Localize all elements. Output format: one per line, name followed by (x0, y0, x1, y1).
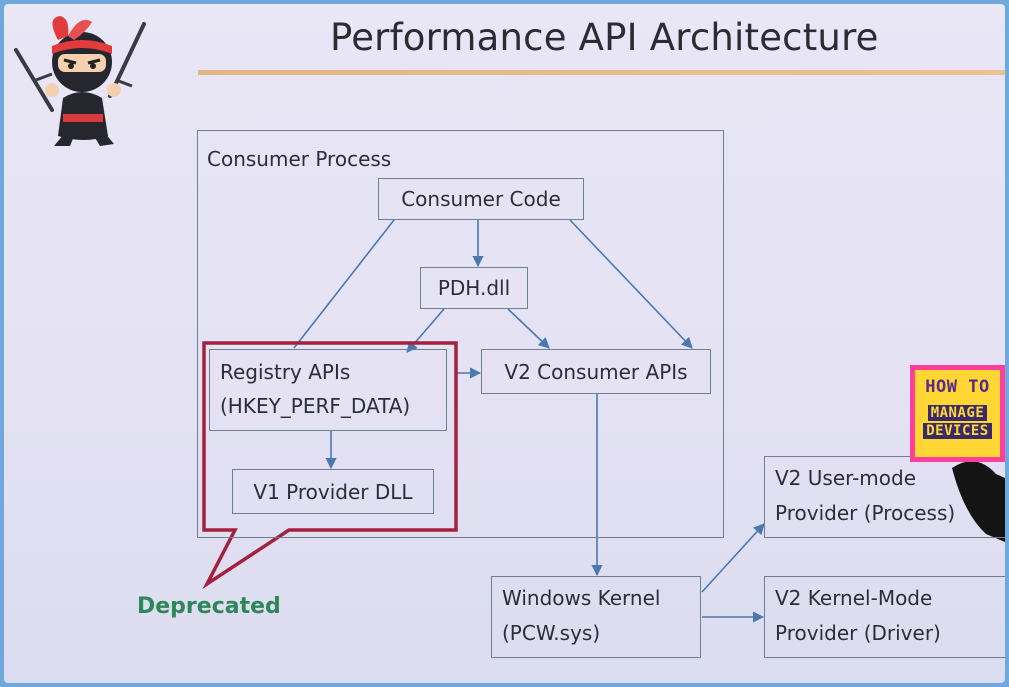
deprecated-label: Deprecated (137, 594, 281, 619)
slide-title: Performance API Architecture (330, 16, 879, 59)
logo-line-devices: DEVICES (923, 423, 992, 439)
edge-consumer-code-to-registry-apis (293, 219, 395, 349)
edge-windows-kernel-to-v2-user-mode (701, 523, 765, 593)
registry-apis-sublabel: (HKEY_PERF_DATA) (220, 394, 411, 418)
how-to-manage-devices-logo: HOW TO MANAGE DEVICES (910, 365, 1005, 462)
v2-kernel-mode-provider-label: V2 Kernel-Mode (775, 586, 933, 610)
ninja-mascot-icon (14, 16, 146, 146)
slide: Performance API Architecture (4, 4, 1005, 683)
v2-consumer-apis-label: V2 Consumer APIs (504, 359, 688, 384)
diagram-connectors (202, 219, 765, 623)
edge-pdh-dll-to-v2-consumer-apis (507, 308, 550, 349)
v2-consumer-apis-node: V2 Consumer APIs (481, 349, 711, 394)
consumer-process-container: Consumer Process (197, 130, 724, 538)
edge-pdh-dll-to-registry-apis (406, 308, 445, 353)
windows-kernel-node: Windows Kernel (PCW.sys) (491, 576, 701, 658)
edge-consumer-code-to-v2-consumer-apis (569, 219, 693, 349)
v1-provider-dll-label: V1 Provider DLL (253, 479, 413, 504)
title-underline (198, 70, 1005, 75)
deprecated-callout-outline (202, 341, 458, 590)
pdh-dll-node: PDH.dll (420, 267, 528, 309)
logo-line-manage: MANAGE (927, 405, 988, 421)
occluding-shadow (952, 461, 1005, 542)
v2-user-mode-provider-sublabel: Provider (Process) (775, 501, 956, 525)
consumer-code-node: Consumer Code (378, 178, 584, 220)
consumer-process-label: Consumer Process (207, 147, 392, 171)
v2-kernel-mode-provider-sublabel: Provider (Driver) (775, 621, 941, 645)
windows-kernel-sublabel: (PCW.sys) (502, 621, 601, 645)
windows-kernel-label: Windows Kernel (502, 586, 661, 610)
consumer-code-label: Consumer Code (401, 187, 561, 211)
pdh-dll-label: PDH.dll (437, 276, 511, 300)
v2-user-mode-provider-node: V2 User-mode Provider (Process) (764, 456, 1005, 538)
v2-user-mode-provider-label: V2 User-mode (775, 466, 917, 490)
logo-line-how-to: HOW TO (925, 377, 990, 397)
v1-provider-dll-node: V1 Provider DLL (232, 469, 434, 514)
registry-apis-node: Registry APIs (HKEY_PERF_DATA) (209, 349, 447, 431)
v2-kernel-mode-provider-node: V2 Kernel-Mode Provider (Driver) (764, 576, 1005, 658)
registry-apis-label: Registry APIs (220, 360, 351, 384)
